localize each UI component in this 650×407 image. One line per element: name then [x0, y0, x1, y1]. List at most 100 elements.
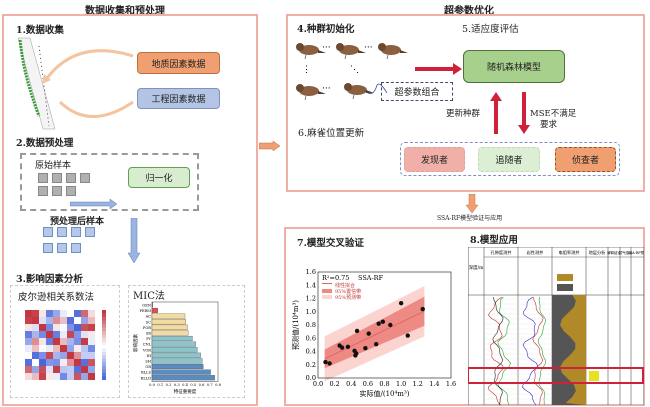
follower-box: 追随者	[478, 147, 540, 172]
heatmap-cell	[74, 310, 81, 317]
heatmap-cell	[39, 352, 46, 359]
mic-category-label: SH	[145, 360, 151, 364]
log-header: 解释结论	[607, 250, 621, 255]
mic-category-label: POR	[143, 326, 151, 330]
scatter-axes	[317, 271, 452, 379]
heatmap-cell	[46, 310, 53, 317]
geo-factor-box: 地质因素数据	[137, 52, 220, 74]
heatmap-cell	[81, 338, 88, 345]
discoverer-box: 发现者	[404, 147, 465, 172]
heatmap-cell	[60, 373, 67, 380]
heatmap-cell	[60, 366, 67, 373]
heatmap-cell	[25, 310, 32, 317]
cross-validation-scatter: 0.00.00.20.20.40.40.60.60.80.81.01.01.21…	[291, 268, 456, 398]
heatmap-cell	[81, 331, 88, 338]
left-section-title: 数据收集和预处理	[85, 6, 165, 17]
y-tick-label: 0.2	[306, 361, 316, 369]
heatmap-cell	[74, 324, 81, 331]
y-tick-label: 0.8	[306, 321, 316, 329]
sparrow-icon	[336, 43, 366, 60]
heatmap-cell	[39, 331, 46, 338]
step3-label: 3.影响因素分析	[16, 274, 83, 285]
heatmap-cell	[67, 338, 74, 345]
heatmap-cell	[39, 359, 46, 366]
heatmap-cell	[53, 373, 60, 380]
heatmap-cell	[25, 317, 32, 324]
heatmap-cell	[60, 359, 67, 366]
log-curve	[487, 296, 504, 405]
x-tick-label: 0.0	[313, 380, 323, 388]
mic-category-label: PERM	[140, 309, 152, 313]
heatmap-cell	[88, 373, 95, 380]
pearson-title: 皮尔逊相关系数法	[18, 292, 95, 303]
heatmap-cell	[67, 324, 74, 331]
mic-tick-label: 0.1	[157, 383, 163, 387]
heatmap-cell	[25, 352, 32, 359]
step1-label: 1.数据收集	[16, 25, 64, 36]
heatmap-cell	[81, 317, 88, 324]
heatmap-cell	[88, 331, 95, 338]
eng-factor-box: 工程因素数据	[137, 88, 220, 109]
sample-square	[38, 173, 48, 183]
heatmap-cell	[67, 359, 74, 366]
colorbar-segment	[102, 334, 106, 338]
sample-square	[71, 243, 81, 253]
mic-category-label: RLLD	[141, 376, 151, 380]
heatmap-cell	[81, 345, 88, 352]
heatmap-cell	[32, 324, 39, 331]
step7-label: 7.模型交叉验证	[297, 238, 364, 249]
heatmap-cell	[46, 345, 53, 352]
down-arrow-icon	[518, 92, 530, 134]
mic-bar	[151, 324, 188, 330]
data-point	[388, 322, 393, 328]
data-point	[398, 300, 404, 306]
heatmap-cell	[81, 366, 88, 373]
heatmap-cell	[74, 352, 81, 359]
data-point	[345, 344, 351, 350]
colorbar-segment	[102, 313, 106, 317]
heatmap-cell	[53, 324, 60, 331]
log-header: 地层分析	[589, 249, 606, 256]
mic-title: MIC法	[133, 291, 165, 302]
validation-transition-label: SSA-RF模型验证与应用	[437, 215, 503, 222]
mic-bar	[151, 358, 203, 364]
x-tick-label: 0.4	[346, 380, 356, 388]
heatmap-cell	[46, 359, 53, 366]
mic-bar	[151, 347, 198, 353]
normalize-box: 归一化	[128, 167, 190, 188]
heatmap-cell	[25, 324, 32, 331]
processed-samples-label: 预处理后样本	[50, 217, 105, 227]
ellipsis: ···	[322, 84, 331, 94]
heatmap-cell	[67, 373, 74, 380]
log-header: 孔隙度测井	[491, 249, 512, 256]
heatmap-cell	[81, 310, 88, 317]
heatmap-cell	[88, 345, 95, 352]
x-tick-label: 1.0	[396, 380, 406, 388]
heatmap-cell	[60, 310, 67, 317]
heatmap-cell	[53, 317, 60, 324]
mic-category-label: OEN	[142, 304, 151, 308]
mic-category-label: HI	[146, 354, 151, 358]
heatmap-cell	[67, 352, 74, 359]
interpretation-highlight	[589, 371, 599, 381]
colorbar-segment	[102, 341, 106, 345]
orange-down-arrow-icon	[466, 194, 478, 213]
log-header: SSA-RF预测	[628, 250, 644, 255]
heatmap-cell	[74, 331, 81, 338]
mic-xlabel: 特征重要度	[174, 388, 197, 395]
heatmap-cell	[60, 345, 67, 352]
heatmap-cell	[53, 366, 60, 373]
heatmap-cell	[53, 310, 60, 317]
heatmap-cell	[67, 310, 74, 317]
model-label: SSA-RF	[358, 274, 384, 282]
sparrow-roles-group	[400, 142, 620, 176]
data-point	[405, 333, 410, 338]
up-arrow-icon	[490, 92, 502, 134]
heatmap-cell	[39, 345, 46, 352]
log-curve	[521, 296, 539, 405]
heatmap-cell	[53, 331, 60, 338]
heatmap-cell	[32, 338, 39, 345]
mic-category-label: RLLS	[141, 371, 151, 375]
x-tick-label: 1.4	[429, 380, 439, 388]
